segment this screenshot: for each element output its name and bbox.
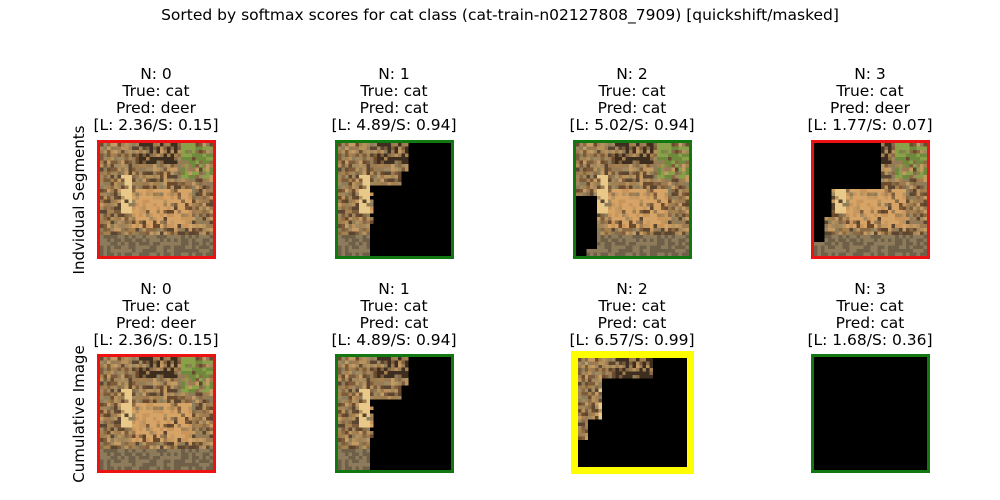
- segment-image: [811, 140, 930, 259]
- cumulative-image: [97, 354, 216, 473]
- cumulative-image: [571, 351, 694, 474]
- pixel-image: [100, 143, 213, 256]
- pixel-image: [814, 143, 927, 256]
- pixel-image: [576, 143, 689, 256]
- pixel-image: [100, 357, 213, 470]
- segment-image: [97, 140, 216, 259]
- cumulative-image: [335, 354, 454, 473]
- figure-title: Sorted by softmax scores for cat class (…: [161, 6, 839, 24]
- pixel-image: [814, 357, 927, 470]
- pixel-image: [338, 357, 451, 470]
- cumulative-image: [811, 354, 930, 473]
- row-label-cumulative-image: Cumulative Image: [70, 345, 88, 483]
- pixel-image: [338, 143, 451, 256]
- row-label-individual-segments: Indvidual Segments: [70, 125, 88, 275]
- segment-image: [335, 140, 454, 259]
- pixel-image: [578, 358, 687, 467]
- segment-image: [573, 140, 692, 259]
